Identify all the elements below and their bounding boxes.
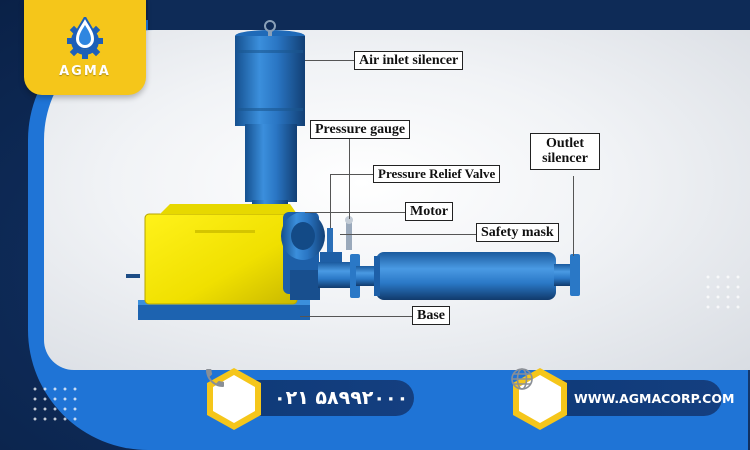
label-air-inlet-silencer: Air inlet silencer bbox=[354, 51, 464, 71]
leader-relief-valve-drop bbox=[330, 174, 331, 228]
dot-pattern-left bbox=[30, 384, 82, 424]
label-base: Base bbox=[412, 306, 450, 326]
leader-base bbox=[300, 316, 412, 317]
background-top-strip bbox=[148, 0, 750, 30]
phone-icon bbox=[206, 369, 224, 387]
phone-badge bbox=[203, 366, 265, 432]
leader-pressure-gauge bbox=[349, 137, 350, 219]
globe-icon bbox=[511, 368, 533, 390]
label-motor: Motor bbox=[405, 202, 454, 222]
label-safety-mask: Safety mask bbox=[476, 223, 559, 243]
leader-motor bbox=[305, 212, 405, 213]
label-pressure-gauge: Pressure gauge bbox=[310, 120, 411, 140]
label-pressure-relief-valve: Pressure Relief Valve bbox=[373, 165, 501, 184]
website-url: WWW.AGMACORP.COM bbox=[574, 390, 735, 406]
website-badge bbox=[509, 366, 571, 432]
leader-relief-valve bbox=[330, 174, 374, 175]
leader-air-inlet bbox=[305, 60, 355, 61]
phone-number: ۰۲۱ ۵۸۹۹۲۰۰۰ bbox=[274, 387, 409, 409]
gear-water-drop-icon bbox=[67, 16, 103, 59]
logo-text: AGMA bbox=[59, 63, 111, 79]
leader-outlet bbox=[573, 176, 574, 256]
leader-safety-mask bbox=[340, 234, 476, 235]
label-outlet-silencer: Outlet silencer bbox=[530, 133, 600, 170]
dot-pattern-right bbox=[703, 272, 745, 312]
